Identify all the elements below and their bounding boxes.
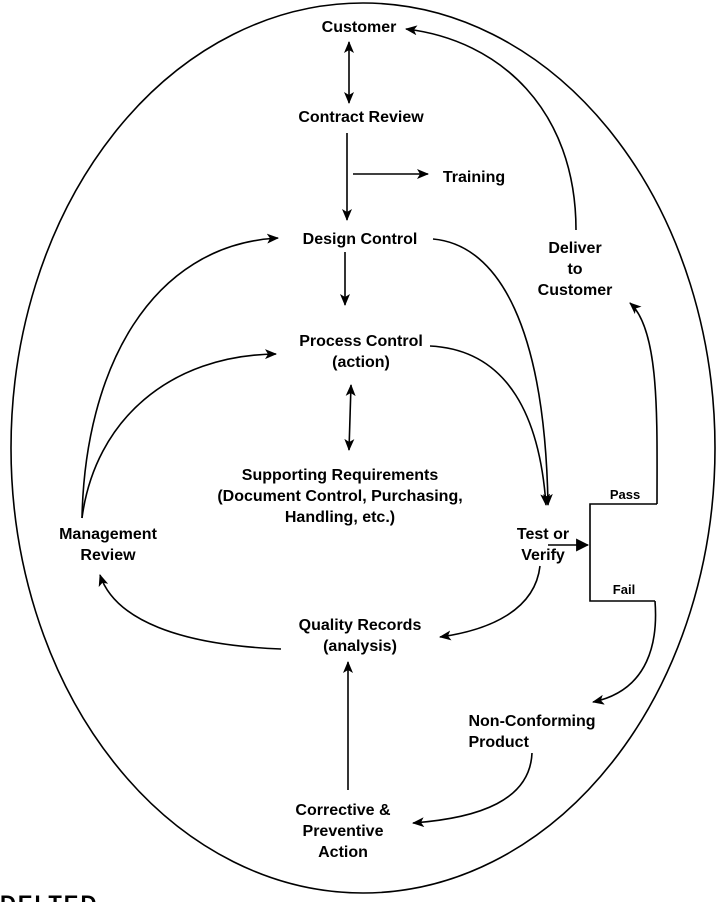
node-corrective-preventive-action: Corrective & Preventive Action [295, 800, 390, 863]
node-test-line-1: Test or [516, 526, 570, 543]
node-quality-line-2: (analysis) [323, 638, 397, 655]
node-supporting-line-1: Supporting Requirements [241, 467, 439, 484]
node-nonconf-line-2: Product [468, 734, 529, 751]
node-supporting-requirements: Supporting Requirements (Document Contro… [217, 465, 462, 528]
node-corrective-line-2: Preventive [302, 823, 384, 840]
node-corrective-line-1: Corrective & [295, 802, 391, 819]
pass-fail-bracket [589, 503, 657, 602]
edge-quality-records-management-review [98, 574, 282, 650]
edge-process-control-test-or-verify [429, 345, 551, 506]
branch-label-fail: Fail [613, 582, 635, 598]
node-management-review: Management Review [59, 524, 157, 566]
edge-design-control-test-or-verify [432, 238, 553, 506]
node-contract-review: Contract Review [298, 107, 423, 128]
node-customer-label: Customer [321, 19, 397, 36]
edge-process-control-supporting-requirements [344, 384, 356, 451]
node-supporting-line-3: Handling, etc.) [284, 509, 396, 526]
edge-deliver-customer [405, 25, 577, 231]
node-training: Training [443, 167, 505, 188]
node-training-label: Training [442, 169, 506, 186]
node-process-control-line-1: Process Control [299, 333, 423, 350]
node-design-control: Design Control [303, 229, 418, 250]
edge-management-review-process-control [81, 349, 277, 519]
node-nonconf-line-1: Non-Conforming [468, 713, 596, 730]
node-quality-line-1: Quality Records [298, 617, 422, 634]
node-management-line-2: Review [80, 547, 136, 564]
node-test-or-verify: Test or Verify [517, 524, 569, 566]
node-management-line-1: Management [59, 526, 157, 543]
pass-label: Pass [609, 487, 641, 502]
edge-pass-deliver [629, 302, 658, 505]
node-design-control-label: Design Control [302, 231, 418, 248]
node-supporting-line-2: (Document Control, Purchasing, [217, 488, 463, 505]
edge-management-review-design-control [81, 233, 279, 519]
node-process-control: Process Control (action) [299, 331, 423, 373]
branch-label-pass: Pass [610, 487, 640, 503]
edge-fail-non-conforming [592, 600, 657, 705]
footer-cut-text: DELTED [0, 893, 98, 902]
outer-ellipse [10, 2, 716, 894]
edge-non-conforming-corrective [412, 752, 533, 828]
node-non-conforming-product: Non-Conforming Product [468, 711, 595, 753]
node-deliver-line-1: Deliver [548, 240, 602, 257]
node-test-line-2: Verify [521, 547, 565, 564]
node-corrective-line-3: Action [318, 844, 368, 861]
node-contract-review-label: Contract Review [298, 109, 424, 126]
node-quality-records: Quality Records (analysis) [299, 615, 422, 657]
node-customer: Customer [322, 17, 397, 38]
fail-label: Fail [612, 582, 636, 597]
edge-test-quality-records [439, 565, 541, 641]
node-deliver-to-customer: Deliver to Customer [538, 238, 613, 301]
node-deliver-line-2: to [567, 261, 583, 278]
node-process-control-line-2: (action) [332, 354, 390, 371]
node-deliver-line-3: Customer [537, 282, 613, 299]
